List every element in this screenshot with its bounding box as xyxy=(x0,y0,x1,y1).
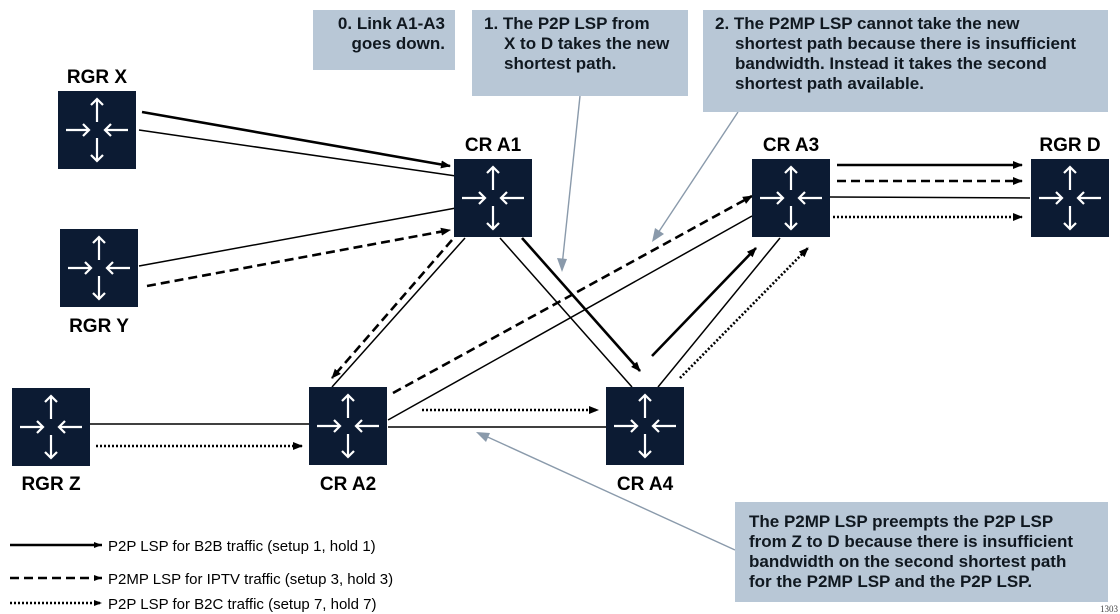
node-label-rgr-z: RGR Z xyxy=(21,474,81,495)
solid-a4-a3 xyxy=(651,247,757,357)
router-cr-a1: CR A1 xyxy=(452,135,534,239)
p2p-b2b-lsp xyxy=(141,110,1023,372)
router-icon xyxy=(604,385,686,467)
callout-line: goes down. xyxy=(351,34,446,53)
node-label-cr-a1: CR A1 xyxy=(465,135,522,156)
link-a1-a2 xyxy=(331,237,466,388)
router-icon xyxy=(56,89,138,171)
callout-line: 0. Link A1-A3 xyxy=(337,14,445,33)
legend-dashed-label: P2MP LSP for IPTV traffic (setup 3, hold… xyxy=(108,571,393,588)
router-rgr-d: RGR D xyxy=(1029,135,1111,239)
callout-pointers xyxy=(476,95,739,551)
pointer-step2 xyxy=(655,111,739,237)
callout-line: shortest path available. xyxy=(735,74,924,93)
callout-preempt: The P2MP LSP preempts the P2P LSP from Z… xyxy=(735,502,1108,602)
node-label-rgr-y: RGR Y xyxy=(69,316,129,337)
p2mp-iptv-lsp xyxy=(146,177,1023,395)
figure-id: 1303 xyxy=(1100,604,1119,614)
link-a4-a3 xyxy=(657,237,781,388)
callout-line: 1. The P2P LSP from xyxy=(484,14,650,33)
node-label-cr-a4: CR A4 xyxy=(617,474,674,495)
callout-line: from Z to D because there is insufficien… xyxy=(749,532,1074,551)
router-rgr-z: RGR Z xyxy=(10,386,92,495)
router-icon xyxy=(452,157,534,239)
callout-line: shortest path. xyxy=(504,54,617,73)
router-icon xyxy=(307,385,389,467)
pointer-preempt-head xyxy=(476,432,490,442)
callout-step0: 0. Link A1-A3 goes down. xyxy=(313,10,455,70)
callout-line: The P2MP LSP preempts the P2P LSP xyxy=(749,512,1054,531)
callout-line: 2. The P2MP LSP cannot take the new xyxy=(715,14,1020,33)
router-icon xyxy=(58,227,140,309)
callout-line: shortest path because there is insuffici… xyxy=(735,34,1077,53)
router-icon xyxy=(750,157,832,239)
link-a3-d xyxy=(829,196,1031,199)
router-rgr-x: RGR X xyxy=(56,67,138,171)
pointer-preempt xyxy=(480,433,736,551)
node-label-cr-a3: CR A3 xyxy=(763,135,819,156)
callout-step2: 2. The P2MP LSP cannot take the new shor… xyxy=(703,10,1108,112)
pointer-step2-head xyxy=(652,228,664,242)
pointer-step1 xyxy=(561,95,581,267)
router-rgr-y: RGR Y xyxy=(58,227,140,337)
solid-a1-a4 xyxy=(521,237,641,372)
node-label-rgr-x: RGR X xyxy=(67,67,128,88)
p2p-b2c-lsp xyxy=(96,213,1023,450)
pointer-step1-head xyxy=(557,258,567,272)
link-x-a1 xyxy=(138,129,457,177)
callout-step1: 1. The P2P LSP from X to D takes the new… xyxy=(472,10,688,96)
router-icon xyxy=(1029,157,1111,239)
solid-x-a1 xyxy=(141,110,451,169)
router-icon xyxy=(10,386,92,468)
physical-links xyxy=(90,129,1031,428)
router-cr-a3: CR A3 xyxy=(750,135,832,239)
link-a1-a4 xyxy=(499,237,633,388)
callout-line: for the P2MP LSP and the P2P LSP. xyxy=(749,572,1033,591)
node-label-rgr-d: RGR D xyxy=(1039,135,1100,156)
legend-solid-label: P2P LSP for B2B traffic (setup 1, hold 1… xyxy=(108,538,376,555)
callout-line: bandwidth on the second shortest path xyxy=(749,552,1067,571)
callout-line: X to D takes the new xyxy=(504,34,670,53)
router-cr-a4: CR A4 xyxy=(604,385,686,495)
link-a2-a3 xyxy=(387,215,753,421)
node-label-cr-a2: CR A2 xyxy=(320,474,376,495)
link-y-a1 xyxy=(138,207,457,267)
legend-dotted-label: P2P LSP for B2C traffic (setup 7, hold 7… xyxy=(108,596,376,613)
dashed-a2-a3 xyxy=(392,194,753,395)
router-cr-a2: CR A2 xyxy=(307,385,389,495)
dotted-a4-a3 xyxy=(679,247,809,379)
dashed-y-a1 xyxy=(146,227,451,288)
callout-line: bandwidth. Instead it takes the second xyxy=(735,54,1047,73)
legend: P2P LSP for B2B traffic (setup 1, hold 1… xyxy=(10,538,393,613)
dashed-a1-a2 xyxy=(331,239,453,379)
